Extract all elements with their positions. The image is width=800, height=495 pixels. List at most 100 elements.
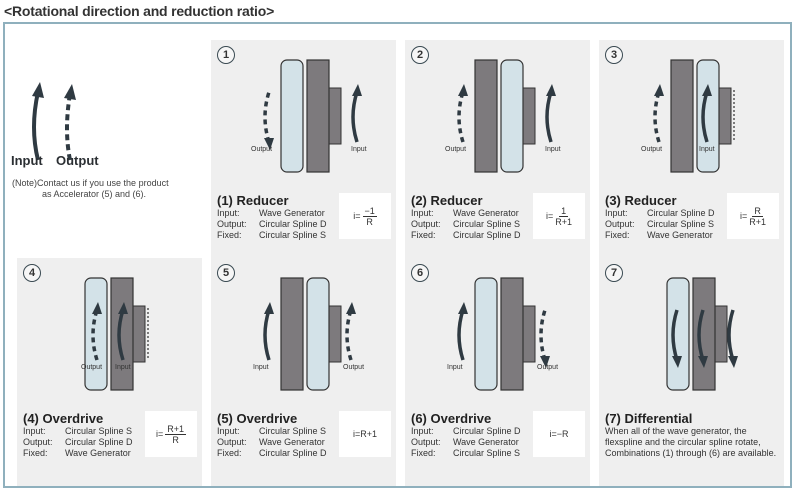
spec-key: Input:: [411, 208, 434, 218]
wave-generator-shape: [132, 305, 146, 363]
rotation-arrow-icon: [697, 309, 705, 361]
flexspline-shape: [306, 277, 330, 391]
input-arrow-icon: [457, 309, 465, 361]
reduction-ratio-formula: i=−R: [533, 411, 585, 457]
formula-prefix: i=: [353, 211, 361, 221]
mode-title: (1) Reducer: [217, 193, 289, 208]
output-arrow-icon: [91, 309, 99, 361]
formula-text: i=R+1: [352, 429, 378, 439]
spec-value: Circular Spline S: [65, 426, 133, 436]
spec-value: Circular Spline S: [453, 219, 521, 229]
legend: Input Output (Note)Contact us if you use…: [8, 78, 203, 218]
input-label: Input: [253, 364, 269, 371]
formula-prefix: i=: [155, 429, 164, 439]
mode-title: (5) Overdrive: [217, 411, 298, 426]
circular-spline-shape: [306, 59, 330, 173]
step-number-badge: 5: [217, 264, 235, 282]
input-label: Input: [699, 146, 715, 153]
output-arrow-icon: [653, 91, 661, 143]
spec-row-output: Output:Circular Spline D: [23, 437, 155, 448]
arrowhead-icon: [458, 302, 468, 314]
circular-spline-shape: [670, 59, 694, 173]
output-label: Output: [641, 146, 663, 153]
spec-value: Circular Spline D: [453, 426, 521, 436]
spec-key: Fixed:: [411, 448, 436, 458]
spec-value: Circular Spline S: [259, 426, 327, 436]
spec-value: Wave Generator: [259, 208, 325, 218]
spec-row-input: Input: Wave Generator: [411, 208, 543, 219]
flexspline-shape: [474, 277, 498, 391]
mode-spec-rows: Input: Circular Spline S Output: Wave Gener…: [217, 426, 349, 459]
input-arrow-icon: [117, 309, 125, 361]
spec-row-input: Input: Wave Generator: [217, 208, 349, 219]
arrowhead-icon: [118, 302, 128, 314]
legend-arrows: [32, 82, 76, 161]
output-label: Output: [251, 146, 273, 153]
spec-key: Fixed:: [217, 448, 242, 458]
wave-generator-shape: [328, 305, 342, 363]
spec-key: Input:: [217, 426, 240, 436]
gear-diagram: [263, 59, 362, 173]
arrowhead-icon: [458, 84, 468, 96]
spec-key: Output:: [217, 437, 247, 447]
legend-input-label: Input: [11, 153, 43, 168]
note-line-2: as Accelerator (5) and (6).: [42, 189, 147, 199]
spec-value: Wave Generator: [453, 437, 519, 447]
spec-row-input: Input:Circular Spline D: [605, 208, 737, 219]
arrowhead-icon: [264, 302, 274, 314]
spec-value: Wave Generator: [647, 230, 713, 240]
legend-output-label: Output: [56, 153, 99, 168]
spec-value: Circular Spline S: [453, 448, 521, 458]
formula-numerator: R+1: [165, 423, 187, 435]
gear-diagram: [263, 277, 356, 391]
input-arrow-icon: [701, 91, 709, 143]
spec-value: Wave Generator: [453, 208, 519, 218]
mode-title: (3) Reducer: [605, 193, 677, 208]
spec-key: Output:: [411, 219, 441, 229]
output-arrow-icon: [345, 309, 353, 361]
output-label: Output: [81, 364, 103, 371]
spec-key: Input:: [217, 208, 240, 218]
step-number-badge: 4: [23, 264, 41, 282]
input-arrowhead-icon: [32, 82, 44, 98]
gear-diagram: [653, 59, 735, 173]
spec-row-fixed: Fixed: Circular Spline D: [217, 448, 349, 459]
formula-numerator: −1: [362, 205, 377, 217]
arrowhead-icon: [346, 302, 356, 314]
spec-value: Wave Generator: [259, 437, 325, 447]
output-label: Output: [343, 364, 365, 371]
flexspline-shape: [500, 59, 524, 173]
spec-value: Circular Spline D: [259, 219, 327, 229]
flexspline-shape: [666, 277, 690, 391]
wave-generator-shape: [718, 87, 732, 145]
output-label: Output: [445, 146, 467, 153]
spec-key: Input:: [23, 426, 46, 436]
arrowhead-icon: [264, 138, 274, 150]
circular-spline-shape: [280, 277, 304, 391]
spec-row-fixed: Fixed:Wave Generator: [605, 230, 737, 241]
step-number-badge: 2: [411, 46, 429, 64]
wave-generator-shape: [714, 305, 728, 363]
legend-note: (Note)Contact us if you use the product …: [12, 178, 202, 200]
formula-denominator: R+1: [555, 216, 573, 227]
step-number-badge: 7: [605, 264, 623, 282]
input-arrow-icon: [263, 309, 271, 361]
spec-row-input: Input:Circular Spline D: [411, 426, 543, 437]
circular-spline-shape: [110, 277, 134, 391]
spec-value: Circular Spline D: [259, 448, 327, 458]
output-arrow-icon: [263, 91, 271, 143]
circular-spline-shape: [474, 59, 498, 173]
output-label: Output: [537, 364, 559, 371]
formula-prefix: i=: [545, 211, 554, 221]
formula-denominator: R+1: [749, 216, 767, 227]
arrowhead-icon: [546, 84, 556, 96]
